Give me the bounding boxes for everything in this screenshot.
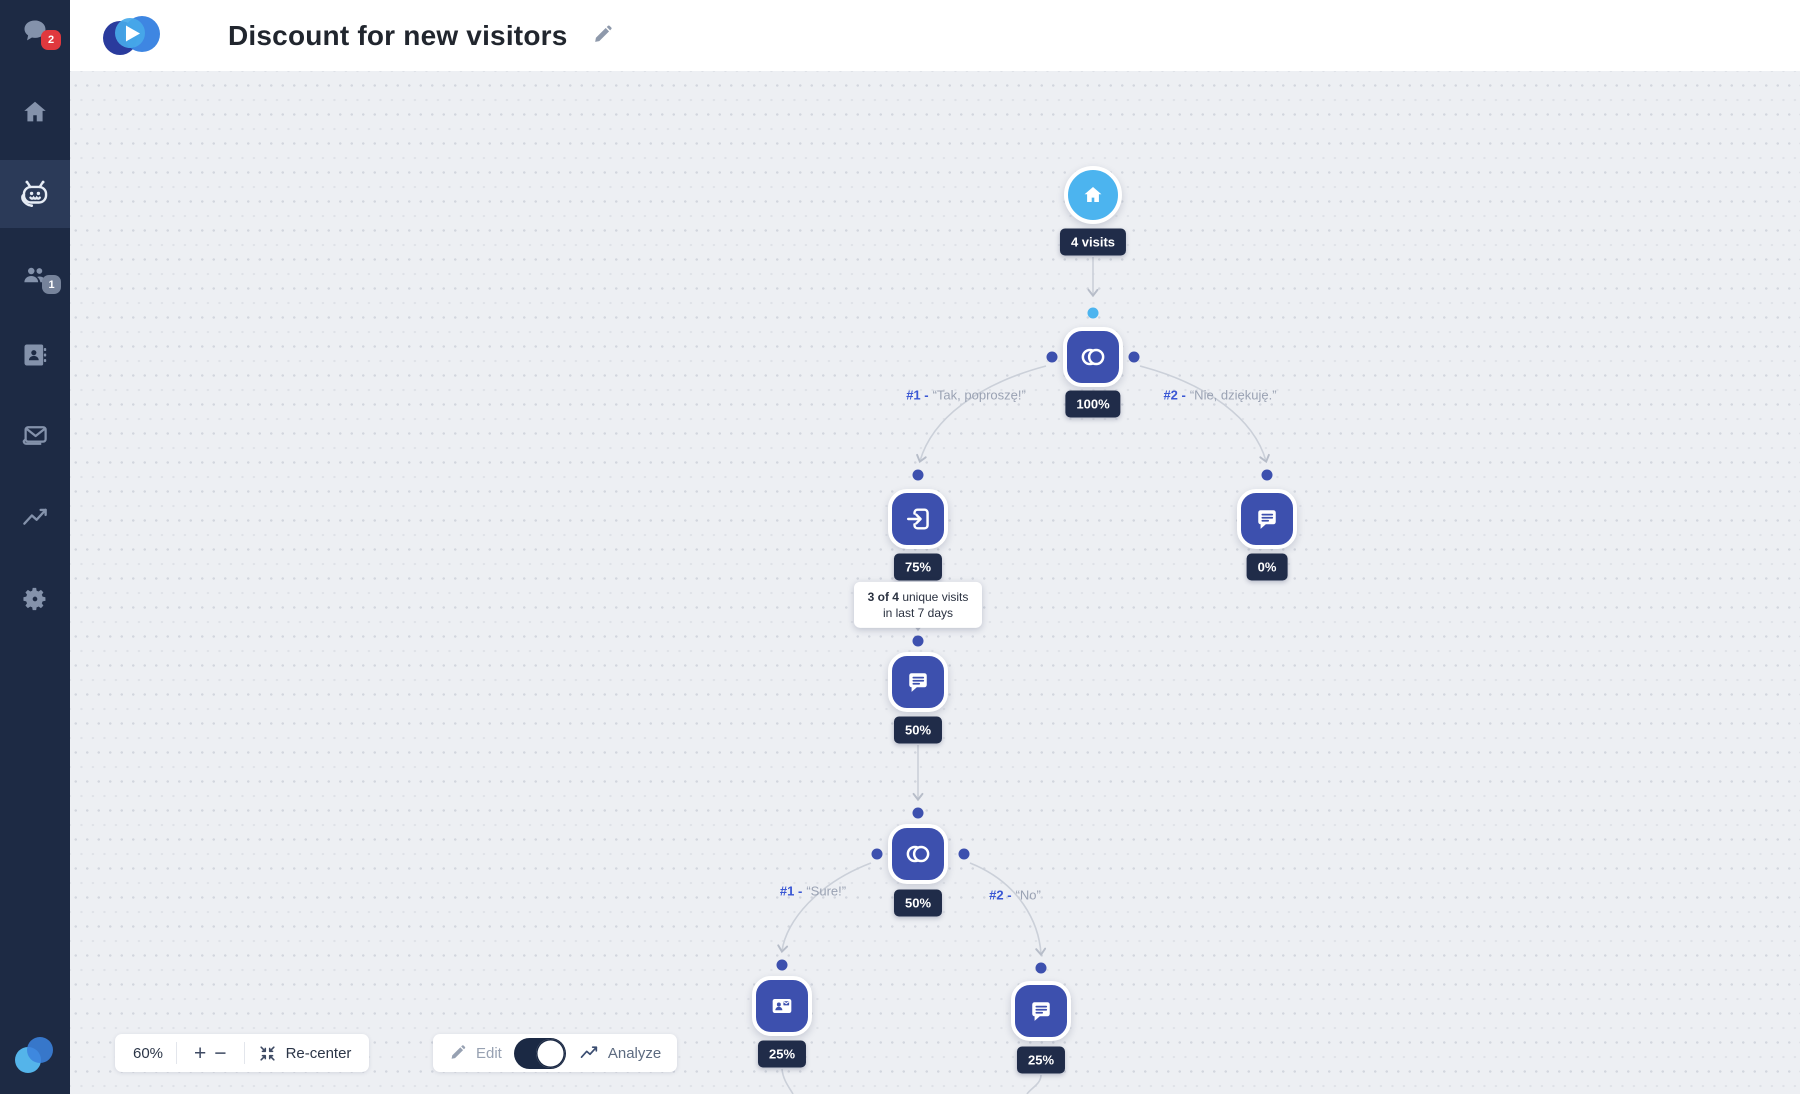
sidebar-item-home[interactable] — [0, 84, 70, 140]
mode-toolbar: Edit Analyze — [433, 1034, 678, 1072]
page-title: Discount for new visitors — [228, 19, 568, 51]
home-start-icon — [1084, 187, 1102, 202]
flow-canvas[interactable]: 4 visits 100% #1 -“Tak, poproszę!” #2 -“… — [70, 71, 1800, 1094]
rename-bot-button[interactable] — [592, 24, 615, 47]
node-buttons-question-2[interactable] — [888, 824, 948, 884]
edge-label-4: #2 -“No” — [989, 887, 1041, 903]
goto-condition-tooltip: 3 of 4 unique visits in last 7 days — [854, 581, 982, 629]
toggle-knob — [535, 1038, 565, 1068]
recenter-icon — [259, 1045, 275, 1061]
buttons-question-icon — [1081, 348, 1105, 366]
app-logo — [103, 15, 160, 55]
node-buttons-question-1[interactable] — [1063, 327, 1123, 387]
node-email-stat-badge: 25% — [757, 1040, 807, 1068]
node-message-bottom[interactable] — [1011, 981, 1071, 1041]
message-icon — [909, 673, 927, 692]
contacts-icon — [24, 344, 47, 366]
gear-icon — [23, 587, 46, 611]
edit-pencil-icon — [451, 1044, 466, 1059]
users-count-badge: 1 — [42, 275, 61, 294]
sidebar-item-campaigns[interactable] — [0, 408, 70, 464]
edge-label-3: #1 -“Sure!” — [779, 883, 847, 899]
edit-analyze-toggle[interactable] — [513, 1037, 566, 1069]
recenter-button[interactable]: Re-center — [258, 1044, 351, 1063]
node-goto-stat-badge: 75% — [893, 553, 943, 581]
mail-icon — [22, 426, 47, 445]
edit-mode-label: Edit — [476, 1044, 502, 1062]
sidebar: 2 — [0, 0, 70, 1094]
analyze-trend-icon — [580, 1046, 598, 1058]
sidebar-item-settings[interactable] — [0, 571, 70, 627]
node-email-question[interactable] — [752, 976, 812, 1036]
zoom-toolbar: 60% + − Re-center — [115, 1034, 370, 1072]
node-message-mid[interactable] — [888, 652, 948, 712]
zoom-out-button[interactable]: − — [210, 1043, 230, 1064]
goto-icon — [906, 508, 929, 530]
connector-dots — [776, 307, 1273, 974]
node-message-right[interactable] — [1237, 489, 1297, 549]
node-message-bottom-stat-badge: 25% — [1016, 1046, 1066, 1074]
header: Discount for new visitors — [70, 0, 1800, 71]
node-buttons-2-stat-badge: 50% — [893, 889, 943, 917]
edge-label-2: #2 -“Nie, dziękuję.” — [1163, 387, 1277, 403]
node-goto[interactable] — [888, 489, 948, 549]
node-message-right-stat-badge: 0% — [1246, 553, 1288, 581]
home-icon — [24, 101, 46, 122]
edge-label-1: #1 -“Tak, poproszę!” — [906, 387, 1026, 403]
sidebar-item-contacts[interactable] — [0, 327, 70, 383]
node-start[interactable] — [1064, 166, 1122, 224]
bot-icon — [21, 180, 48, 208]
divider — [176, 1042, 178, 1064]
chat-icon — [24, 20, 46, 41]
node-buttons-1-stat-badge: 100% — [1065, 390, 1121, 418]
message-icon — [1032, 1002, 1050, 1021]
sidebar-item-users[interactable]: 1 — [0, 248, 70, 304]
divider — [243, 1042, 245, 1064]
chat-unread-badge: 2 — [41, 30, 61, 50]
sidebar-item-chats[interactable]: 2 — [0, 3, 70, 59]
sidebar-item-bot-builder[interactable] — [0, 160, 70, 228]
analyze-mode-label: Analyze — [607, 1044, 662, 1062]
sidebar-item-analytics[interactable] — [0, 490, 70, 546]
email-question-icon — [772, 999, 792, 1013]
node-start-stat-badge: 4 visits — [1059, 228, 1127, 256]
zoom-level: 60% — [133, 1044, 164, 1062]
analytics-icon — [23, 508, 47, 525]
zoom-in-button[interactable]: + — [190, 1043, 210, 1064]
message-icon — [1258, 510, 1276, 529]
node-message-mid-stat-badge: 50% — [893, 716, 943, 744]
brand-logo[interactable] — [8, 1028, 58, 1078]
pencil-icon — [594, 25, 612, 42]
buttons-question-icon — [906, 845, 930, 863]
